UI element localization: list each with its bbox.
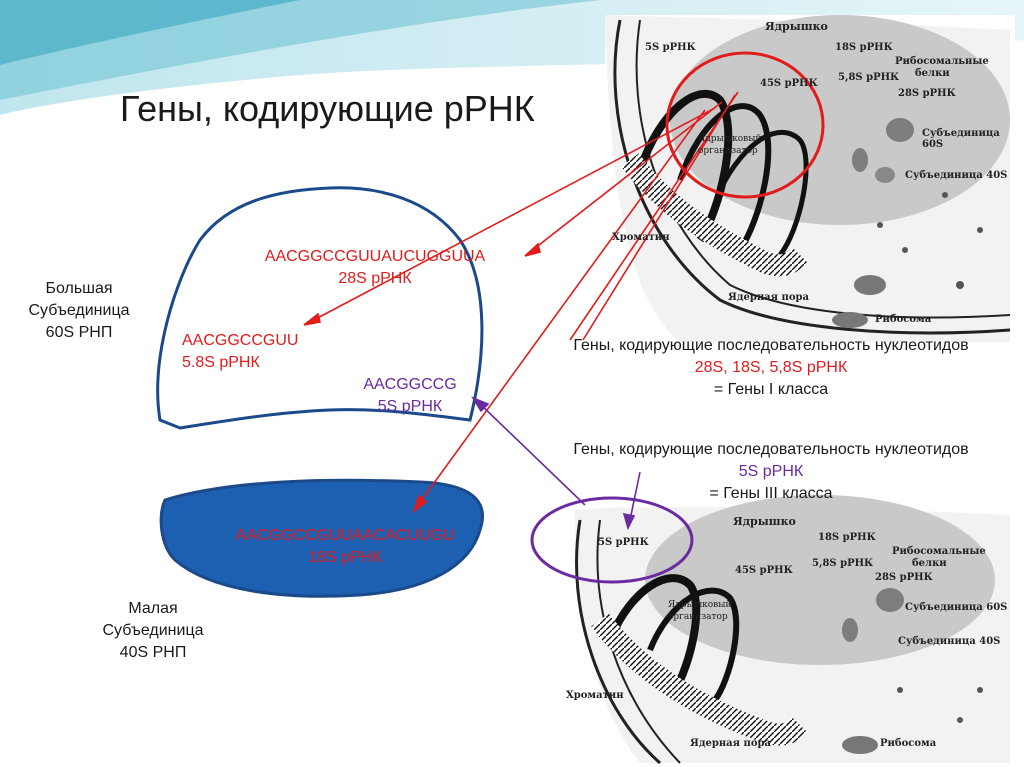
purple-arrows	[471, 396, 641, 531]
top-nucleolus-label: Ядрышко	[765, 20, 828, 33]
bottom-45s-label: 45S рРНК	[735, 565, 793, 576]
class1-description: Гены, кодирующие последовательность нукл…	[516, 335, 1024, 401]
seq-28s-name: 28S рРНК	[338, 270, 412, 287]
bottom-proteins-label-2: белки	[912, 558, 947, 569]
bottom-58s-label: 5,8S рРНК	[812, 558, 874, 569]
bottom-pore-label: Ядерная пора	[690, 738, 771, 749]
seq-5s-name: 5S рРНК	[377, 398, 443, 415]
bottom-sub60-label: Субъединица 60S	[905, 602, 1008, 613]
small-subunit-line2: Субъединица	[102, 622, 204, 639]
red-highlight-circle	[665, 51, 825, 199]
seq-5s: AACGGCCG 5S рРНК	[340, 374, 480, 418]
top-28s-label: 28S рРНК	[898, 88, 956, 99]
bottom-organizer-label-1: Ядрышковый	[668, 600, 732, 610]
seq-28s-nucleotides: AACGGCCGUUAUCUGGUUA	[264, 248, 486, 265]
seq-58s-nucleotides: AACGGCCGUU	[182, 332, 299, 349]
small-subunit-line3: 40S РНП	[119, 644, 187, 661]
class3-line3: = Гены III класса	[709, 485, 833, 502]
seq-58s-name: 5.8S рРНК	[182, 354, 260, 371]
top-organizer-label-2: организатор	[698, 146, 758, 156]
red-arrows	[303, 91, 739, 514]
top-5s-label: 5S рРНК	[645, 42, 696, 53]
top-chromatin-label: Хроматин	[612, 232, 670, 243]
large-subunit-label: Большая Субъединица 60S РНП	[14, 278, 144, 344]
top-ribosome-label: Рибосома	[875, 314, 932, 325]
class1-line2: 28S, 18S, 5,8S рРНК	[694, 359, 848, 376]
top-proteins-label-1: Рибосомальные	[895, 56, 989, 67]
large-subunit-line3: 60S РНП	[45, 324, 113, 341]
large-subunit-line2: Субъединица	[28, 302, 130, 319]
class1-line3: = Гены I класса	[713, 381, 829, 398]
top-pore-label: Ядерная пора	[728, 292, 809, 303]
seq-58s: AACGGCCGUU 5.8S рРНК	[182, 330, 298, 374]
micrograph-bottom	[560, 495, 1010, 765]
seq-28s: AACGGCCGUUAUCUGGUUA 28S рРНК	[230, 246, 520, 290]
header-wave-accent-2	[0, 0, 300, 65]
top-organizer-label-1: Ядрышковый	[698, 134, 762, 144]
class3-description: Гены, кодирующие последовательность нукл…	[516, 439, 1024, 505]
bottom-proteins-label-1: Рибосомальные	[892, 546, 986, 557]
class3-line2: 5S рРНК	[738, 463, 804, 480]
micrograph-top	[605, 15, 1015, 342]
page-title: Гены, кодирующие рРНК	[120, 88, 535, 129]
bottom-organizer-label-2: организатор	[668, 612, 728, 622]
purple-highlight-circle	[530, 496, 694, 584]
top-proteins-label-2: белки	[915, 68, 950, 79]
top-58s-label: 5,8S рРНК	[838, 72, 900, 83]
bottom-sub40-label: Субъединица 40S	[898, 636, 1001, 647]
bottom-nucleolus-label: Ядрышко	[733, 515, 796, 528]
top-45s-label: 45S рРНК	[760, 78, 818, 89]
top-sub40-label: Субъединица 40S	[905, 170, 1008, 181]
top-18s-label: 18S рРНК	[835, 42, 893, 53]
class3-line1: Гены, кодирующие последовательность нукл…	[573, 441, 969, 458]
bottom-chromatin-label: Хроматин	[566, 690, 624, 701]
seq-5s-nucleotides: AACGGCCG	[363, 376, 457, 393]
small-subunit-line1: Малая	[128, 600, 178, 617]
small-subunit-shape	[159, 478, 484, 598]
small-subunit-label: Малая Субъединица 40S РНП	[88, 598, 218, 664]
bottom-ribosome-label: Рибосома	[880, 738, 937, 749]
top-sub60-label: Субъединица 60S	[922, 128, 1000, 150]
seq-18s-name: 18S рРНК	[308, 549, 382, 566]
large-subunit-shape	[156, 186, 484, 430]
seq-18s: AACGGCCGUUAACACUUGU 18S рРНК	[200, 525, 490, 569]
bottom-28s-label: 28S рРНК	[875, 572, 933, 583]
seq-18s-nucleotides: AACGGCCGUUAACACUUGU	[235, 527, 455, 544]
large-subunit-line1: Большая	[45, 280, 113, 297]
bottom-5s-label: 5S рРНК	[598, 537, 649, 548]
class1-line1: Гены, кодирующие последовательность нукл…	[573, 337, 969, 354]
bottom-18s-label: 18S рРНК	[818, 532, 876, 543]
